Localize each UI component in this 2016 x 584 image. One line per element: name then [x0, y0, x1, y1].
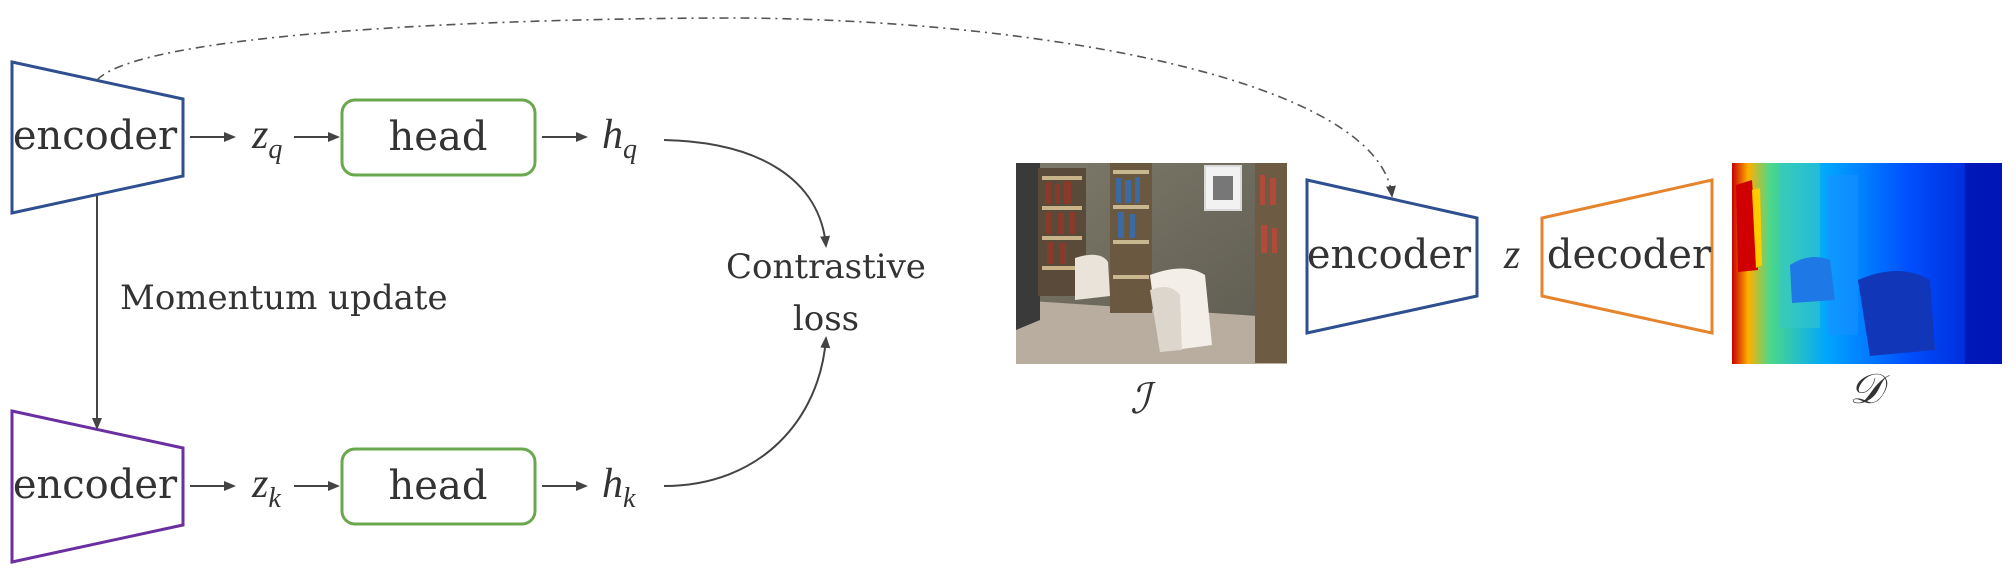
- depth-map-icon: [1732, 163, 2002, 364]
- rgb-image-icon: [1016, 163, 1287, 364]
- zk-symbol: zk: [251, 461, 281, 514]
- hq-symbol: hq: [602, 112, 637, 165]
- decoder-shape: [1540, 178, 1714, 335]
- curve-hq-to-loss: [663, 139, 831, 248]
- contrastive-loss-line2: loss: [793, 299, 859, 339]
- key-head-label: head: [389, 463, 488, 509]
- latent-z-symbol: z: [1503, 232, 1520, 278]
- key-encoder-shape: [10, 409, 185, 564]
- curve-hk-to-loss: [663, 336, 831, 487]
- weight-transfer-arrow: [96, 17, 1396, 198]
- zq-symbol: zq: [251, 112, 282, 165]
- depth-encoder-label: encoder: [1307, 232, 1472, 278]
- key-encoder-label: encoder: [13, 462, 178, 508]
- hk-symbol: hk: [602, 461, 636, 514]
- decoder-label: decoder: [1547, 232, 1712, 278]
- depth-map-symbol: 𝒟: [1849, 367, 1890, 413]
- key-head-box: [340, 447, 537, 526]
- query-encoder-label: encoder: [13, 113, 178, 159]
- contrastive-loss-line1: Contrastive: [726, 247, 926, 287]
- query-head-box: [340, 98, 537, 177]
- query-encoder-shape: [10, 60, 185, 215]
- depth-encoder-shape: [1305, 178, 1479, 335]
- input-image-symbol: ℐ: [1130, 377, 1156, 423]
- query-head-label: head: [389, 114, 488, 160]
- momentum-update-label: Momentum update: [120, 278, 448, 318]
